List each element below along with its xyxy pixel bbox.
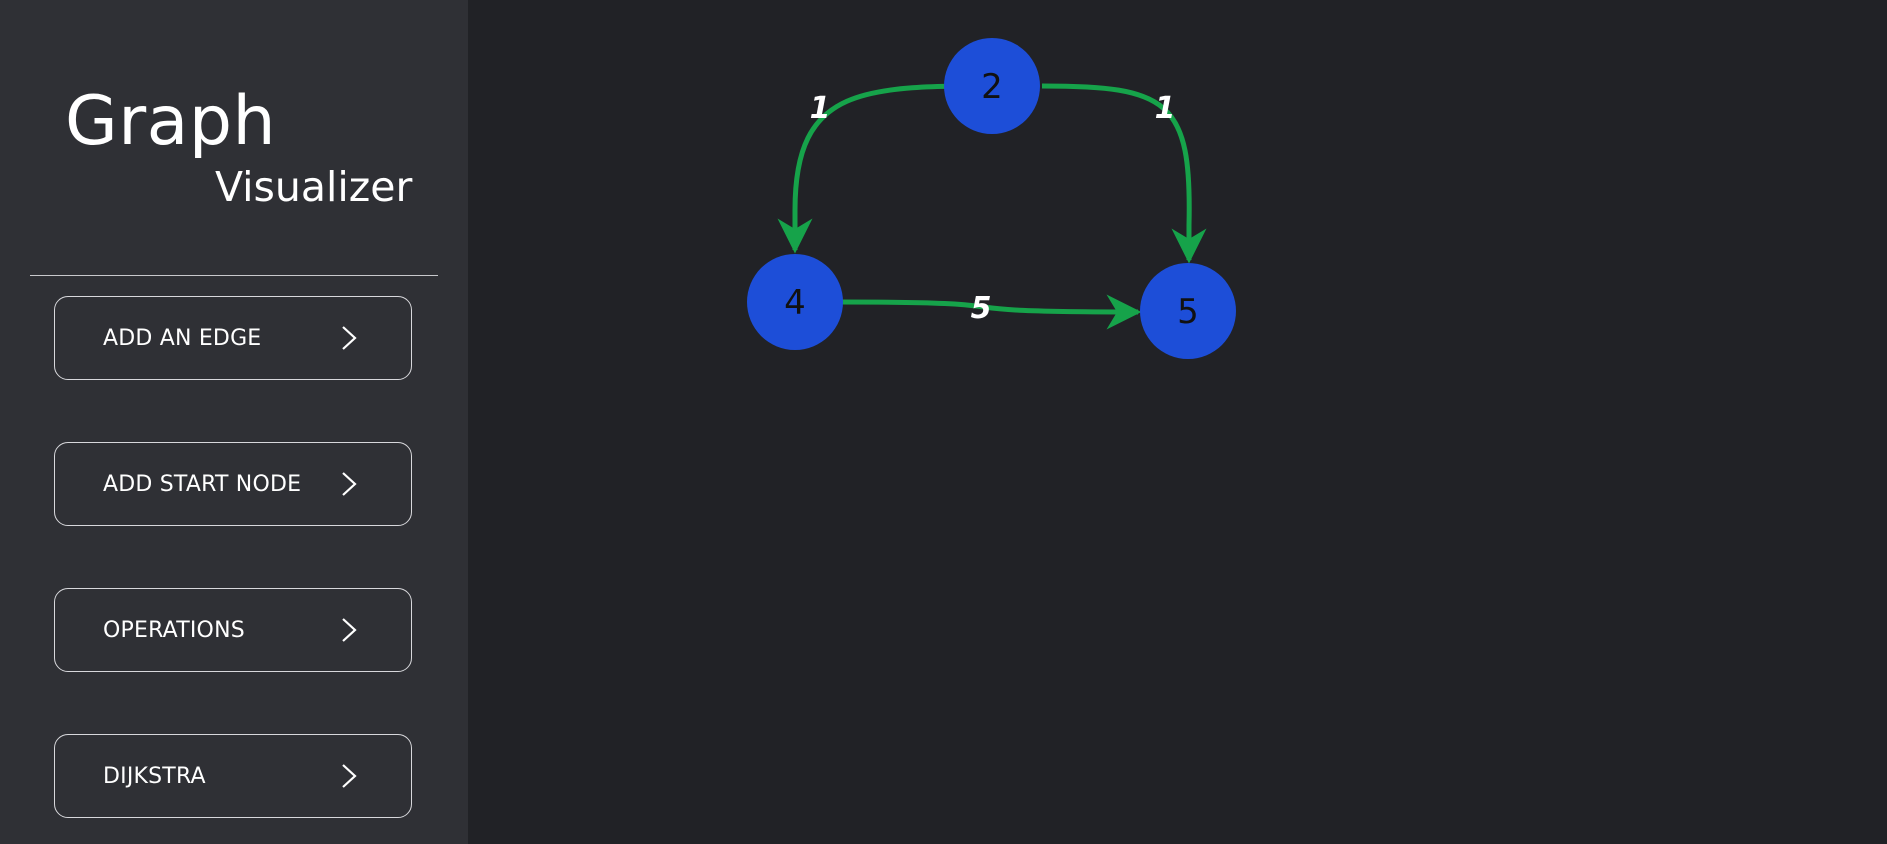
sidebar-divider	[30, 275, 438, 276]
sidebar: Graph Visualizer ADD AN EDGE ADD START N…	[0, 0, 468, 844]
operations-label: OPERATIONS	[103, 617, 245, 643]
edge-weight-4-5: 5	[971, 291, 992, 326]
operations-button[interactable]: OPERATIONS	[54, 588, 412, 672]
dijkstra-label: DIJKSTRA	[103, 763, 206, 789]
edge-weight-2-4: 1	[810, 91, 831, 126]
chevron-right-icon	[342, 472, 357, 496]
node-4[interactable]: 4	[747, 254, 843, 350]
chevron-right-icon	[342, 326, 357, 350]
node-label-2: 2	[981, 67, 1003, 107]
brand-title: Graph	[65, 82, 277, 161]
node-2[interactable]: 2	[944, 38, 1040, 134]
edge-weight-2-5: 1	[1155, 91, 1176, 126]
graph-canvas[interactable]: 1 1 5 2 4 5	[468, 0, 1887, 844]
chevron-right-icon	[342, 764, 357, 788]
add-edge-label: ADD AN EDGE	[103, 325, 262, 351]
add-start-node-label: ADD START NODE	[103, 471, 302, 497]
node-label-5: 5	[1177, 292, 1199, 332]
add-start-node-button[interactable]: ADD START NODE	[54, 442, 412, 526]
graph-svg[interactable]: 1 1 5 2 4 5	[468, 0, 1887, 844]
dijkstra-button[interactable]: DIJKSTRA	[54, 734, 412, 818]
chevron-right-icon	[342, 618, 357, 642]
node-label-4: 4	[784, 283, 806, 323]
add-edge-button[interactable]: ADD AN EDGE	[54, 296, 412, 380]
edge-4-5[interactable]	[838, 294, 1142, 330]
edge-2-5[interactable]	[1041, 83, 1207, 264]
brand-subtitle: Visualizer	[215, 163, 413, 211]
node-5[interactable]: 5	[1140, 263, 1236, 359]
